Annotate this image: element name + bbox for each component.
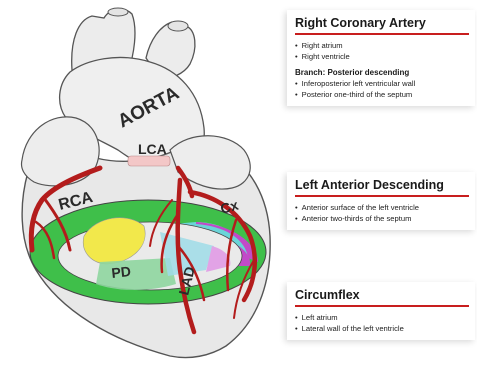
rca-branch-item: Posterior one-third of the septum [295,89,469,100]
rca-title: Right Coronary Artery [295,16,469,31]
lad-item: Anterior two-thirds of the septum [295,213,469,224]
rca-branch-title: Branch: Posterior descending [295,68,469,77]
cx-title: Circumflex [295,288,469,303]
lad-title: Left Anterior Descending [295,178,469,193]
rca-item: Right atrium [295,40,469,51]
lad-info-box: Left Anterior Descending Anterior surfac… [287,172,475,230]
rca-title-rule [295,33,469,35]
right-atrium [22,117,100,186]
lca-label: LCA [138,141,167,157]
rca-item: Right ventricle [295,51,469,62]
lad-list: Anterior surface of the left ventricle A… [295,202,469,224]
pd-label: PD [111,263,132,281]
cx-item: Lateral wall of the left ventricle [295,323,469,334]
cx-list: Left atrium Lateral wall of the left ven… [295,312,469,334]
heart-diagram: AORTA LCA RCA Cx PD LAD [0,0,290,375]
cx-title-rule [295,305,469,307]
rca-branch-list: Inferoposterior left ventricular wall Po… [295,78,469,100]
pd-zone [96,258,176,290]
vessel-opening [108,8,128,16]
rca-list: Right atrium Right ventricle [295,40,469,62]
lad-item: Anterior surface of the left ventricle [295,202,469,213]
lad-title-rule [295,195,469,197]
rca-branch-item: Inferoposterior left ventricular wall [295,78,469,89]
vessel-opening-right [168,21,188,31]
lca-band [128,156,170,166]
cx-item: Left atrium [295,312,469,323]
cx-info-box: Circumflex Left atrium Lateral wall of t… [287,282,475,340]
rca-info-box: Right Coronary Artery Right atrium Right… [287,10,475,106]
